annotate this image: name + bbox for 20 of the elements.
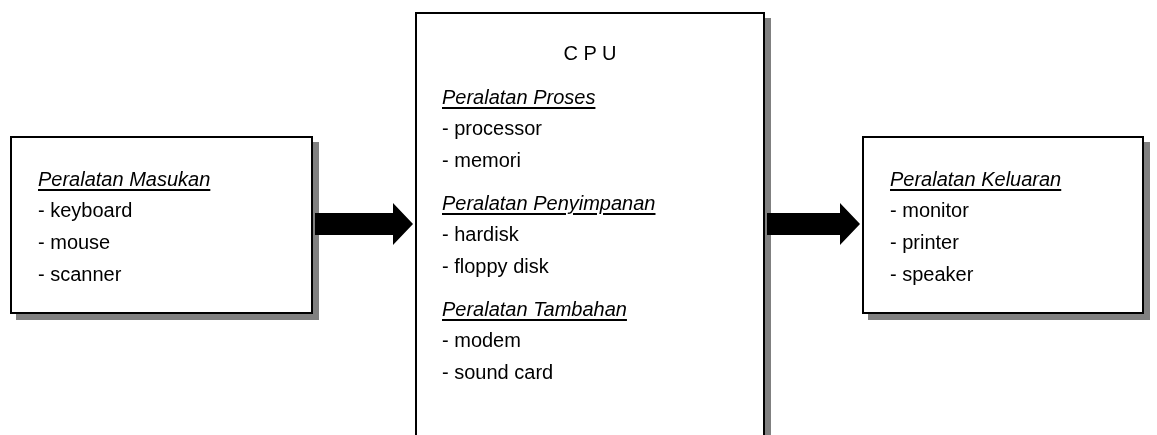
category-heading: Peralatan Masukan <box>38 167 211 192</box>
list-item: - hardisk <box>442 222 519 247</box>
list-item: - memori <box>442 148 521 173</box>
list-item: - keyboard <box>38 198 133 223</box>
list-item: - modem <box>442 328 521 353</box>
category-heading: Peralatan Penyimpanan <box>442 191 656 216</box>
box-title: C P U <box>563 41 617 66</box>
list-item: - sound card <box>442 360 554 385</box>
list-item: - speaker <box>890 262 974 287</box>
list-item: - printer <box>890 230 959 255</box>
list-item: - mouse <box>38 230 111 255</box>
list-item: - floppy disk <box>442 254 549 279</box>
category-heading: Peralatan Tambahan <box>442 297 627 322</box>
list-item: - monitor <box>890 198 969 223</box>
list-item: - processor <box>442 116 543 141</box>
list-item: - scanner <box>38 262 122 287</box>
block-arrow <box>315 203 413 245</box>
block-arrow <box>767 203 860 245</box>
category-heading: Peralatan Keluaran <box>890 167 1062 192</box>
category-heading: Peralatan Proses <box>442 85 596 110</box>
